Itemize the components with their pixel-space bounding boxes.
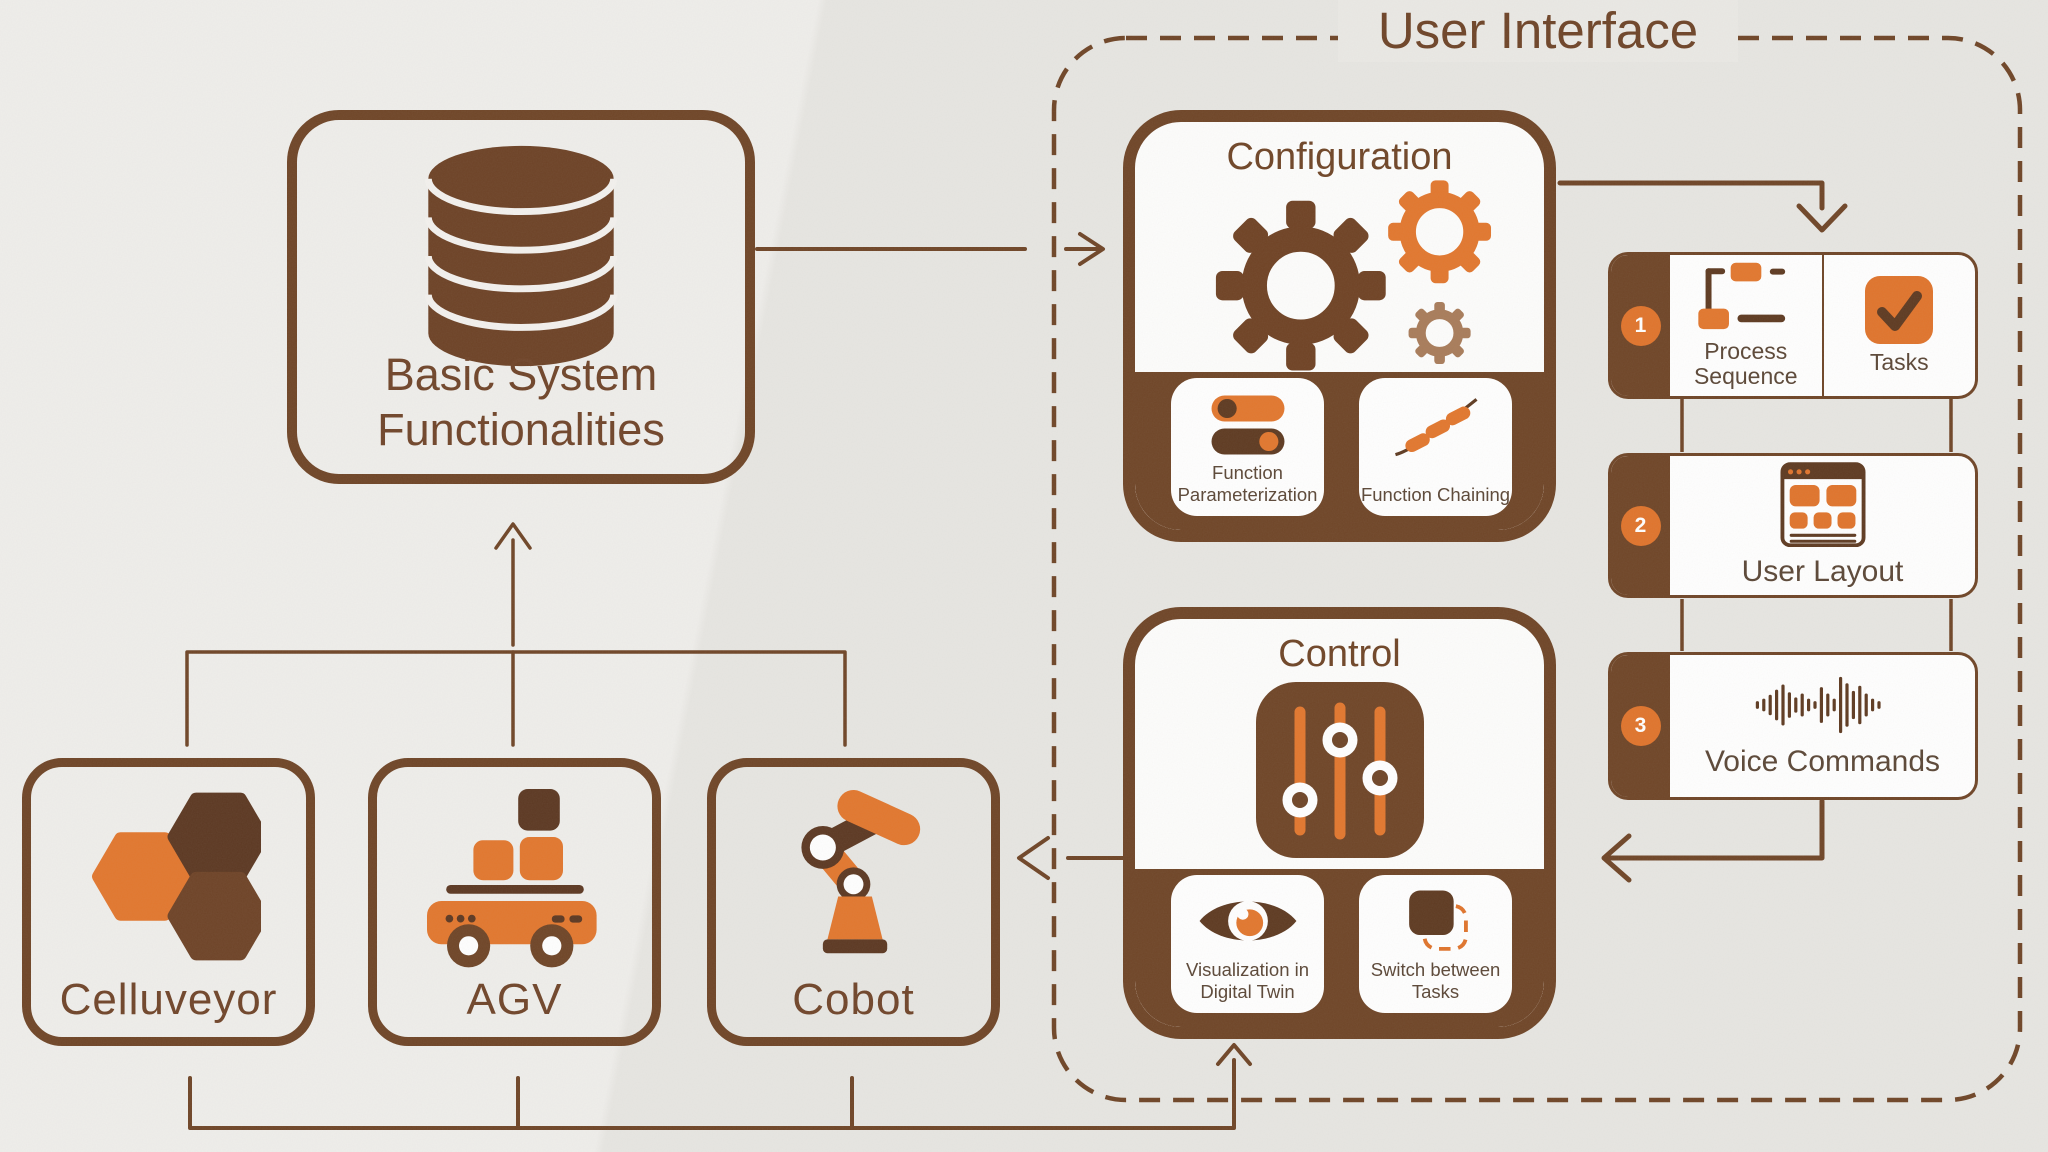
- voice-commands-cell: Voice Commands: [1670, 655, 1975, 797]
- step1-number-badge: 1: [1620, 305, 1661, 346]
- arrow-control-to-cobot: [1017, 836, 1125, 880]
- process-sequence-label: Process Sequence: [1693, 337, 1798, 390]
- function-parameterization-card: Function Parameterization: [1171, 378, 1324, 516]
- control-footer: Visualization in Digital Twin Switch bet…: [1135, 869, 1544, 1027]
- control-box: Control Visualization in Digita: [1123, 607, 1556, 1039]
- arrow-devices-to-basic: [185, 522, 847, 747]
- configuration-footer: Function Parameterization Function Chain…: [1135, 372, 1544, 530]
- step3-tab: 3: [1611, 655, 1670, 797]
- step1-tab: 1: [1611, 255, 1670, 396]
- checkmark-icon: [1865, 275, 1934, 344]
- step3-panel: 3: [1608, 652, 1978, 800]
- step2-panel: 2 User Layout: [1608, 453, 1978, 598]
- eye-icon: [1199, 901, 1296, 941]
- celluveyor-label: Celluveyor: [59, 975, 278, 1024]
- process-sequence-cell: Process Sequence: [1670, 255, 1822, 396]
- tasks-label: Tasks: [1869, 348, 1929, 375]
- visualization-label: Visualization in Digital Twin: [1185, 959, 1310, 1003]
- gears-icon: [1215, 180, 1491, 371]
- arrow-devices-to-control: [188, 1043, 1252, 1130]
- cobot-label: Cobot: [792, 975, 915, 1024]
- voice-commands-label: Voice Commands: [1704, 745, 1941, 779]
- user-interface-title: User Interface: [1338, 0, 1738, 62]
- visualization-card: Visualization in Digital Twin: [1171, 875, 1324, 1013]
- step3-number-badge: 3: [1620, 706, 1661, 746]
- database-icon: [424, 145, 618, 367]
- agv-box: AGV: [368, 758, 661, 1046]
- audio-waveform-icon: [1755, 677, 1881, 734]
- agv-label: AGV: [466, 975, 563, 1024]
- switch-tasks-card: Switch between Tasks: [1359, 875, 1512, 1013]
- function-chaining-label: Function Chaining: [1360, 484, 1511, 506]
- chain-links-icon: [1394, 398, 1478, 457]
- arrow-step3-to-control: [1601, 798, 1825, 883]
- arrow-configuration-to-step1: [1557, 180, 1848, 233]
- step2-tab: 2: [1611, 456, 1670, 595]
- agv-vehicle-icon: [426, 789, 597, 968]
- toggle-switches-icon: [1211, 395, 1284, 455]
- hexagon-cells-icon: [92, 792, 261, 961]
- basic-system-label: Basic System Functionalities: [377, 349, 665, 456]
- user-layout-label: User Layout: [1741, 555, 1904, 589]
- arrow-basic-to-configuration: [755, 232, 1105, 266]
- task-switch-icon: [1408, 890, 1468, 951]
- step1-panel: 1 Process Sequence Tasks: [1608, 252, 1978, 399]
- switch-tasks-label: Switch between Tasks: [1370, 959, 1501, 1003]
- step2-number-badge: 2: [1620, 505, 1661, 546]
- configuration-box: Configuration: [1123, 110, 1556, 542]
- robot-arm-icon: [801, 790, 921, 954]
- celluveyor-box: Celluveyor: [22, 758, 315, 1046]
- user-layout-cell: User Layout: [1670, 456, 1975, 595]
- function-chaining-card: Function Chaining: [1359, 378, 1512, 516]
- control-title: Control: [1278, 633, 1401, 675]
- tasks-cell: Tasks: [1821, 255, 1976, 396]
- cobot-box: Cobot: [707, 758, 1000, 1046]
- browser-window-icon: [1780, 462, 1865, 548]
- sliders-icon: [1255, 682, 1424, 858]
- basic-system-box: Basic System Functionalities: [287, 110, 755, 484]
- flowchart-icon: [1698, 262, 1785, 330]
- function-parameterization-label: Function Parameterization: [1177, 462, 1318, 506]
